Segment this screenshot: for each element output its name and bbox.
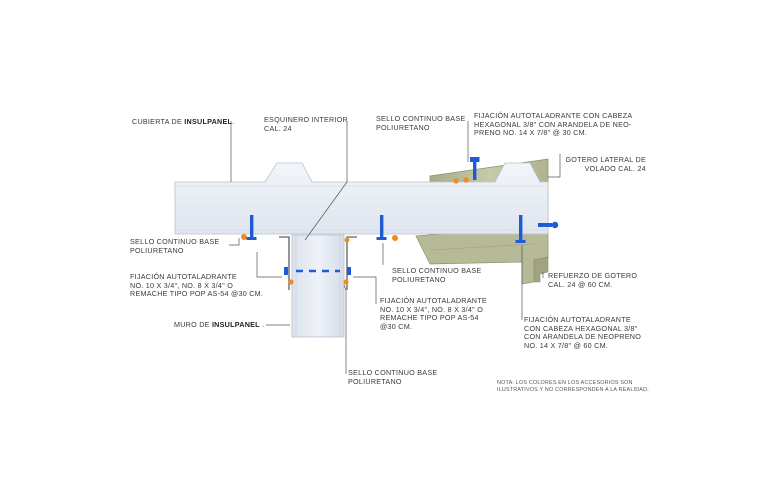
sealant-beads — [241, 177, 469, 285]
roof-panel — [174, 162, 549, 235]
fasteners — [246, 157, 559, 275]
label-muro-insulpanel: MURO DE INSULPANEL . — [174, 320, 265, 329]
label-sello-mid: SELLO CONTINUO BASE POLIURETANO — [392, 266, 482, 284]
brand-insulpanel: INSULPANEL — [184, 117, 233, 126]
label-sello-bottom: SELLO CONTINUO BASE POLIURETANO — [348, 368, 438, 386]
wall-panel — [291, 234, 345, 338]
label-fijacion-mid: FIJACIÓN AUTOTALADRANTE No. 10 x 3/4", N… — [380, 296, 487, 331]
label-fijacion-right: FIJACIÓN AUTOTALADRANTE CON CABEZA HEXAG… — [524, 315, 642, 350]
note-colores: NOTA: LOS COLORES EN LOS ACCESORIOS SON … — [497, 380, 649, 393]
brand-insulpanel: INSULPANEL — [211, 320, 260, 329]
label-gotero-lateral: GOTERO LATERAL DE VOLADO CAL. 24 — [565, 155, 646, 173]
label-esquinero-interior: ESQUINERO INTERIOR CAL. 24 — [264, 115, 348, 133]
label-fijacion-left: FIJACIÓN AUTOTALADRANTE No. 10 x 3/4", N… — [130, 272, 264, 299]
leader-lines — [229, 121, 561, 374]
label-cubierta-insulpanel: CUBIERTA DE INSULPANEL. — [132, 117, 235, 126]
label-sello-left: SELLO CONTINUO BASE POLIURETANO — [130, 237, 220, 255]
label-fijacion-top: FIJACIÓN AUTOTALADRANTE CON CABEZA HEXAG… — [474, 111, 633, 138]
label-sello-top: SELLO CONTINUO BASE POLIURETANO — [376, 114, 466, 132]
label-refuerzo-gotero: REFUERZO DE GOTERO CAL. 24 @ 60 CM. — [548, 271, 638, 289]
